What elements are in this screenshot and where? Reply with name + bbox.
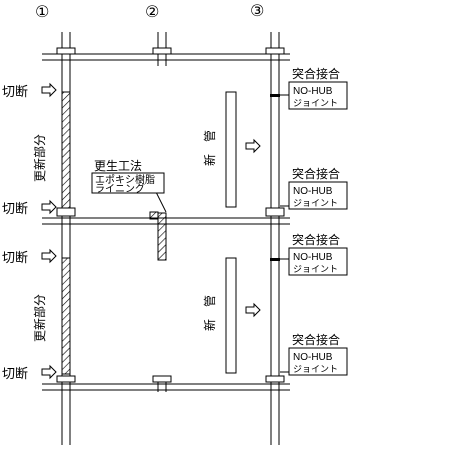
new-pipe-arrows	[245, 138, 261, 318]
renewal-label-lower: 更新部分	[32, 294, 47, 342]
svg-text:ジョイント: ジョイント	[293, 265, 338, 275]
svg-text:エポキシ樹脂: エポキシ樹脂	[95, 173, 155, 186]
svg-text:切断: 切断	[2, 85, 28, 100]
vertical-pipe-3	[270, 32, 280, 445]
joint-callout-1: 突合接合 NO-HUB ジョイント	[280, 66, 348, 110]
svg-text:ジョイント: ジョイント	[293, 365, 338, 375]
svg-text:切断: 切断	[2, 202, 28, 217]
new-pipe-label-lower: 新 管	[202, 295, 217, 331]
joint-callout-4: 突合接合 NO-HUB ジョイント	[280, 332, 348, 376]
new-pipe-bar-lower	[225, 257, 237, 374]
renewal-section-upper	[61, 91, 71, 209]
lined-segment-stub	[149, 211, 159, 220]
cut-marker-4: 切断	[2, 364, 57, 382]
joint-callout-3: 突合接合 NO-HUB ジョイント	[280, 232, 348, 276]
horizontal-pipe-bottom	[42, 383, 290, 391]
cut-marker-3: 切断	[2, 248, 57, 266]
svg-text:切断: 切断	[2, 367, 28, 382]
svg-text:突合接合: 突合接合	[292, 332, 340, 347]
column-2-label: ②	[145, 2, 159, 21]
column-3-label: ③	[250, 1, 264, 20]
svg-text:ジョイント: ジョイント	[293, 99, 338, 109]
renewal-section-lower	[61, 257, 71, 375]
svg-text:突合接合: 突合接合	[292, 166, 340, 181]
method-callout: 更生工法 エポキシ樹脂 ライニング	[91, 159, 165, 195]
column-1-label: ①	[35, 2, 49, 21]
svg-text:ライニング: ライニング	[95, 182, 145, 195]
new-pipe-label-upper: 新 管	[202, 130, 217, 166]
pipe-fittings	[56, 47, 285, 383]
svg-text:ジョイント: ジョイント	[293, 199, 338, 209]
svg-text:更生工法: 更生工法	[94, 159, 142, 173]
new-pipe-bar-upper	[225, 91, 237, 208]
svg-text:NO-HUB: NO-HUB	[293, 252, 333, 263]
svg-text:NO-HUB: NO-HUB	[293, 86, 333, 97]
method-leader-line	[155, 191, 167, 213]
svg-text:NO-HUB: NO-HUB	[293, 352, 333, 363]
svg-text:突合接合: 突合接合	[292, 232, 340, 247]
cut-marker-1: 切断	[2, 82, 57, 100]
cut-marker-2: 切断	[2, 199, 57, 217]
svg-text:突合接合: 突合接合	[292, 66, 340, 81]
joint-marks	[270, 94, 280, 261]
joint-callout-2: 突合接合 NO-HUB ジョイント	[280, 166, 348, 210]
svg-text:切断: 切断	[2, 251, 28, 266]
epoxy-lined-branch	[157, 212, 167, 261]
renewal-label-upper: 更新部分	[32, 134, 47, 182]
svg-text:NO-HUB: NO-HUB	[293, 186, 333, 197]
